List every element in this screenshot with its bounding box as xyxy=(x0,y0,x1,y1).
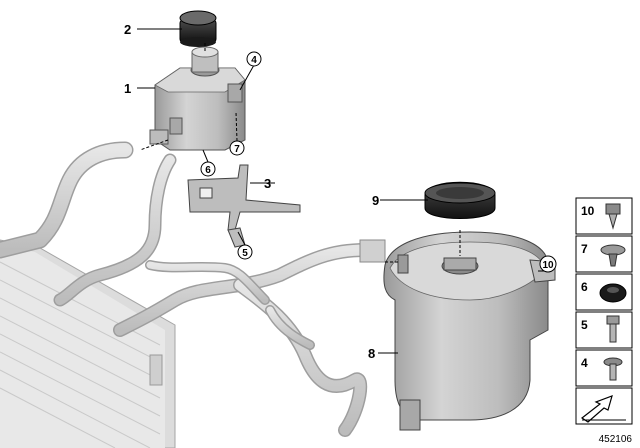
side-label-6: 6 xyxy=(581,280,588,294)
callout-5: 5 xyxy=(242,248,248,259)
side-label-7: 7 xyxy=(581,242,588,256)
side-cell-7 xyxy=(575,235,633,273)
side-cell-4 xyxy=(575,349,633,387)
side-panel: 10 7 6 5 4 xyxy=(575,197,633,425)
side-cell-10 xyxy=(575,197,633,235)
side-label-4: 4 xyxy=(581,356,588,370)
coolant-hoses xyxy=(0,141,372,437)
callout-6: 6 xyxy=(205,165,211,176)
diagram-number: 452106 xyxy=(599,434,633,445)
bracket xyxy=(187,164,301,248)
hex-bolt-icon xyxy=(606,315,620,343)
expansion-tank-large xyxy=(383,231,556,431)
callout-labels: 2 1 3 9 8 4 6 7 5 10 xyxy=(124,22,557,361)
side-cell-5 xyxy=(575,311,633,349)
expansion-tank-small xyxy=(149,46,246,151)
radiator xyxy=(0,239,176,448)
callout-4-circle xyxy=(246,51,262,67)
callout-5-circle xyxy=(237,244,253,260)
callout-10: 10 xyxy=(542,260,554,271)
callout-7: 7 xyxy=(234,144,240,155)
callout-4: 4 xyxy=(251,55,257,66)
callout-2: 2 xyxy=(124,22,131,37)
expanding-rivet-icon xyxy=(600,244,626,267)
large-tank-cap xyxy=(424,181,496,219)
rubber-grommet-icon xyxy=(599,283,627,303)
callout-6-circle xyxy=(200,161,216,177)
small-tank-cap xyxy=(179,10,217,47)
callout-7-circle xyxy=(229,140,245,156)
side-label-5: 5 xyxy=(581,318,588,332)
flange-screw-icon xyxy=(603,357,623,381)
callout-3: 3 xyxy=(264,176,271,191)
callout-9: 9 xyxy=(372,193,379,208)
callout-10-circle xyxy=(539,255,557,273)
callout-1: 1 xyxy=(124,81,131,96)
callout-8: 8 xyxy=(368,346,375,361)
driving-direction-arrow-icon xyxy=(580,395,626,423)
hose-connector xyxy=(359,239,386,263)
side-label-10: 10 xyxy=(581,204,595,218)
clip-nut-icon xyxy=(605,203,621,230)
